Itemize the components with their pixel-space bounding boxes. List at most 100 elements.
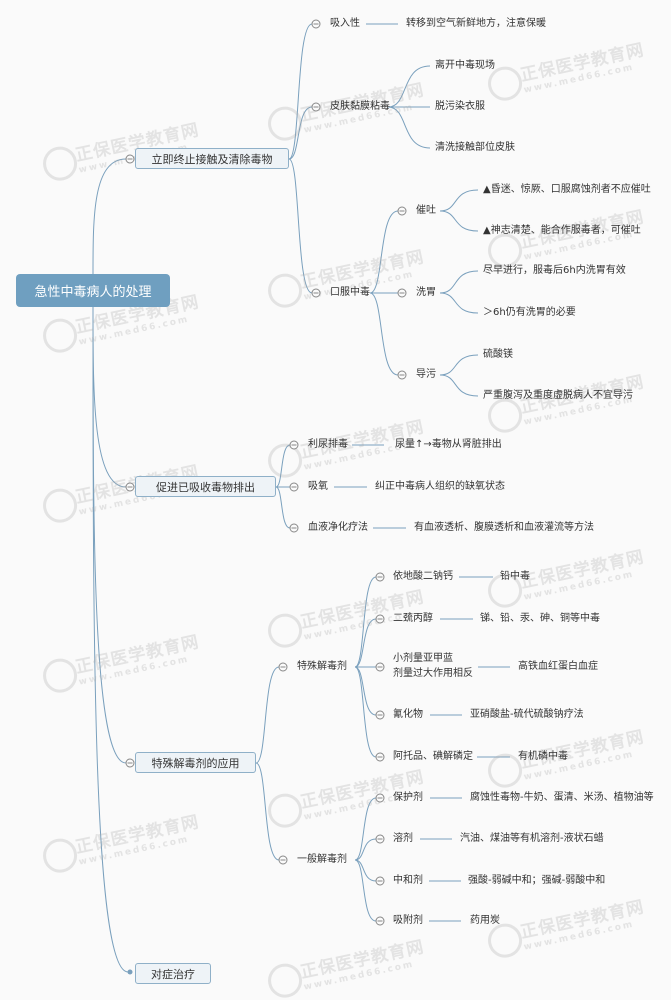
- collapse-toggle-icon[interactable]: [397, 206, 407, 216]
- collapse-toggle-icon[interactable]: [397, 288, 407, 298]
- collapse-toggle-icon[interactable]: [375, 752, 385, 762]
- connector-line: [92, 158, 127, 275]
- node-antidote[interactable]: 依地酸二钠钙: [393, 571, 453, 582]
- leaf-node[interactable]: 转移到空气新鲜地方，注意保暖: [406, 18, 546, 29]
- collapse-toggle-icon[interactable]: [278, 662, 288, 672]
- node-antidote[interactable]: 氰化物: [393, 709, 423, 720]
- collapse-toggle-icon[interactable]: [289, 523, 299, 533]
- leaf-node[interactable]: 尽早进行，服毒后6h内洗胃有效: [483, 265, 626, 276]
- collapse-toggle-icon[interactable]: [311, 288, 321, 298]
- collapse-toggle-icon[interactable]: [289, 482, 299, 492]
- connector-line: [439, 292, 479, 314]
- connector-line: [387, 65, 431, 108]
- leaf-node[interactable]: 高铁血红蛋白血症: [518, 661, 598, 672]
- node-antidote[interactable]: 中和剂: [393, 875, 423, 886]
- leaf-node[interactable]: 清洗接触部位皮肤: [435, 142, 515, 153]
- connector-line: [439, 374, 479, 397]
- node-antidote-line2: 剂量过大作用相反: [393, 668, 473, 679]
- connector-line: [439, 354, 479, 376]
- connector-line: [92, 306, 127, 488]
- leaf-node[interactable]: ＞6h仍有洗胃的必要: [483, 307, 576, 318]
- node-skin[interactable]: 皮肤黏膜粘毒: [330, 101, 390, 112]
- connector-line: [92, 306, 129, 973]
- node-oxygen[interactable]: 吸氧: [308, 481, 328, 492]
- collapse-toggle-icon[interactable]: [375, 662, 385, 672]
- leaf-node[interactable]: 硫酸镁: [483, 349, 513, 360]
- connector-line: [369, 210, 399, 294]
- connector-line: [275, 444, 291, 488]
- collapse-toggle-icon[interactable]: [375, 614, 385, 624]
- connector-line: [92, 306, 127, 764]
- collapse-toggle-icon[interactable]: [125, 154, 135, 164]
- connector-line: [288, 158, 313, 294]
- connector-line: [369, 292, 399, 376]
- leaf-node[interactable]: 腐蚀性毒物-牛奶、蛋清、米汤、植物油等: [470, 792, 654, 803]
- leaf-node[interactable]: 亚硝酸盐-硫代硫酸钠疗法: [470, 709, 584, 720]
- connector-line: [439, 189, 479, 212]
- leaf-node[interactable]: 铅中毒: [500, 571, 530, 582]
- collapse-toggle-icon[interactable]: [125, 482, 135, 492]
- node-antidote[interactable]: 二巯丙醇: [393, 613, 433, 624]
- node-purge[interactable]: 导污: [416, 369, 436, 380]
- leaf-node[interactable]: 纠正中毒病人组织的缺氧状态: [375, 481, 505, 492]
- leaf-node[interactable]: 汽油、煤油等有机溶剂-液状石蜡: [460, 833, 604, 844]
- leaf-node[interactable]: 强酸-弱碱中和；强碱-弱酸中和: [468, 875, 606, 886]
- collapse-toggle-icon[interactable]: [311, 19, 321, 29]
- node-oral[interactable]: 口服中毒: [330, 287, 370, 298]
- connector-line: [354, 666, 377, 758]
- node-antidote[interactable]: 溶剂: [393, 833, 413, 844]
- node-blood-purification[interactable]: 血液净化疗法: [308, 522, 368, 533]
- node-emesis[interactable]: 催吐: [416, 205, 436, 216]
- node-symptomatic[interactable]: 对症治疗: [135, 963, 211, 984]
- leaf-node[interactable]: 有血液透析、腹膜透析和血液灌流等方法: [414, 522, 594, 533]
- collapse-toggle-icon[interactable]: [311, 102, 321, 112]
- collapse-toggle-icon[interactable]: [375, 793, 385, 803]
- leaf-node[interactable]: 锑、铅、汞、砷、铜等中毒: [480, 613, 600, 624]
- node-special-antidotes[interactable]: 特殊解毒剂: [297, 661, 347, 672]
- node-general-antidotes[interactable]: 一般解毒剂: [297, 854, 347, 865]
- leaf-node[interactable]: 脱污染衣服: [435, 101, 485, 112]
- node-inhalation[interactable]: 吸入性: [330, 18, 360, 29]
- node-lavage[interactable]: 洗胃: [416, 287, 436, 298]
- connector-line: [288, 23, 313, 160]
- node-terminate-contact[interactable]: 立即终止接触及清除毒物: [135, 148, 289, 169]
- connector-line: [275, 486, 291, 529]
- collapse-toggle-icon[interactable]: [375, 834, 385, 844]
- connector-line: [354, 576, 377, 668]
- collapse-toggle-icon[interactable]: [375, 710, 385, 720]
- leaf-node[interactable]: 有机磷中毒: [518, 751, 568, 762]
- leaf-node[interactable]: ▲神志清楚、能合作服毒者，可催吐: [483, 225, 641, 236]
- root-node[interactable]: 急性中毒病人的处理: [16, 274, 170, 307]
- connector-line: [255, 762, 280, 861]
- leaf-node[interactable]: 药用炭: [470, 915, 500, 926]
- collapse-toggle-icon[interactable]: [397, 370, 407, 380]
- node-antidotes[interactable]: 特殊解毒剂的应用: [135, 752, 256, 773]
- connector-line: [387, 106, 431, 149]
- collapse-toggle-icon[interactable]: [375, 572, 385, 582]
- leaf-node[interactable]: 离开中毒现场: [435, 60, 495, 71]
- node-antidote[interactable]: 小剂量亚甲蓝: [393, 653, 453, 664]
- node-antidote[interactable]: 吸附剂: [393, 915, 423, 926]
- leaf-node[interactable]: ▲昏迷、惊厥、口服腐蚀剂者不应催吐: [483, 184, 651, 195]
- collapse-toggle-icon[interactable]: [289, 440, 299, 450]
- collapse-toggle-icon[interactable]: [375, 916, 385, 926]
- connector-line: [288, 106, 313, 160]
- connector-line: [354, 859, 377, 922]
- leaf-node[interactable]: 尿量↑→毒物从肾脏排出: [395, 439, 502, 450]
- connector-line: [439, 210, 479, 232]
- node-antidote[interactable]: 保护剂: [393, 792, 423, 803]
- collapse-toggle-icon[interactable]: [375, 876, 385, 886]
- node-dot-icon: [127, 969, 133, 975]
- connector-line: [354, 666, 377, 716]
- node-diuresis[interactable]: 利尿排毒: [308, 439, 348, 450]
- collapse-toggle-icon[interactable]: [278, 855, 288, 865]
- collapse-toggle-icon[interactable]: [125, 758, 135, 768]
- connector-line: [354, 797, 377, 861]
- leaf-node[interactable]: 严重腹泻及重度虚脱病人不宜导污: [483, 390, 633, 401]
- connector-line: [354, 838, 377, 861]
- connector-line: [255, 666, 280, 764]
- node-promote-excretion[interactable]: 促进已吸收毒物排出: [135, 476, 276, 497]
- node-antidote[interactable]: 阿托品、碘解磷定: [393, 751, 473, 762]
